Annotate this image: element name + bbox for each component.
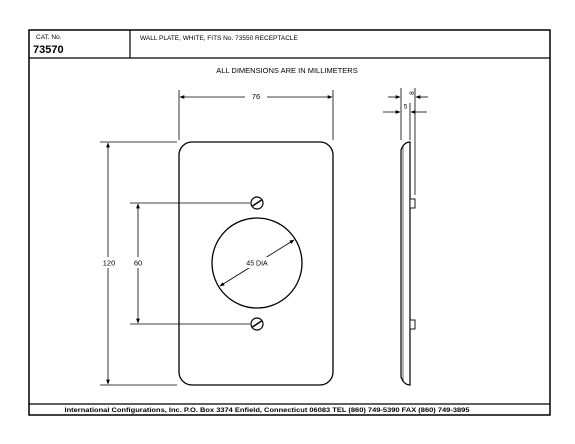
- height-label: 120: [103, 259, 116, 268]
- bottom-screw: [250, 317, 264, 331]
- side-thickness-dimension: 5: [383, 103, 427, 140]
- plate-front-view: 45 DIA: [178, 141, 334, 386]
- side-screw-bottom: [409, 319, 416, 330]
- plate-outline: [178, 141, 334, 386]
- cat-number: 73570: [33, 44, 64, 56]
- cat-no-label: CAT. No.: [36, 34, 62, 41]
- sheet-border: [28, 29, 551, 416]
- title-block: CAT. No. 73570 WALL PLATE, WHITE, FITS N…: [29, 30, 550, 59]
- part-description: WALL PLATE, WHITE, FITS No. 73550 RECEPT…: [140, 35, 299, 42]
- receptacle-hole: [211, 217, 303, 309]
- company-info: International Configurations, Inc. P.O. …: [65, 407, 471, 414]
- side-depth-label: 8: [409, 91, 416, 95]
- height-dimension: 120: [98, 141, 177, 386]
- top-screw: [250, 196, 264, 210]
- width-dimension: 76: [178, 90, 334, 140]
- screw-spacing-dimension: 60: [129, 202, 250, 325]
- plate-side-view: [400, 141, 416, 386]
- footer: International Configurations, Inc. P.O. …: [29, 403, 550, 414]
- hole-diameter-label: 45 DIA: [246, 261, 268, 268]
- side-screw-top: [409, 198, 416, 209]
- side-thickness-label: 5: [404, 104, 408, 111]
- units-note: ALL DIMENSIONS ARE IN MILLIMETERS: [216, 66, 357, 75]
- side-depth-dimension: 8: [388, 88, 428, 195]
- screw-spacing-label: 60: [134, 259, 142, 268]
- width-label: 76: [252, 92, 260, 101]
